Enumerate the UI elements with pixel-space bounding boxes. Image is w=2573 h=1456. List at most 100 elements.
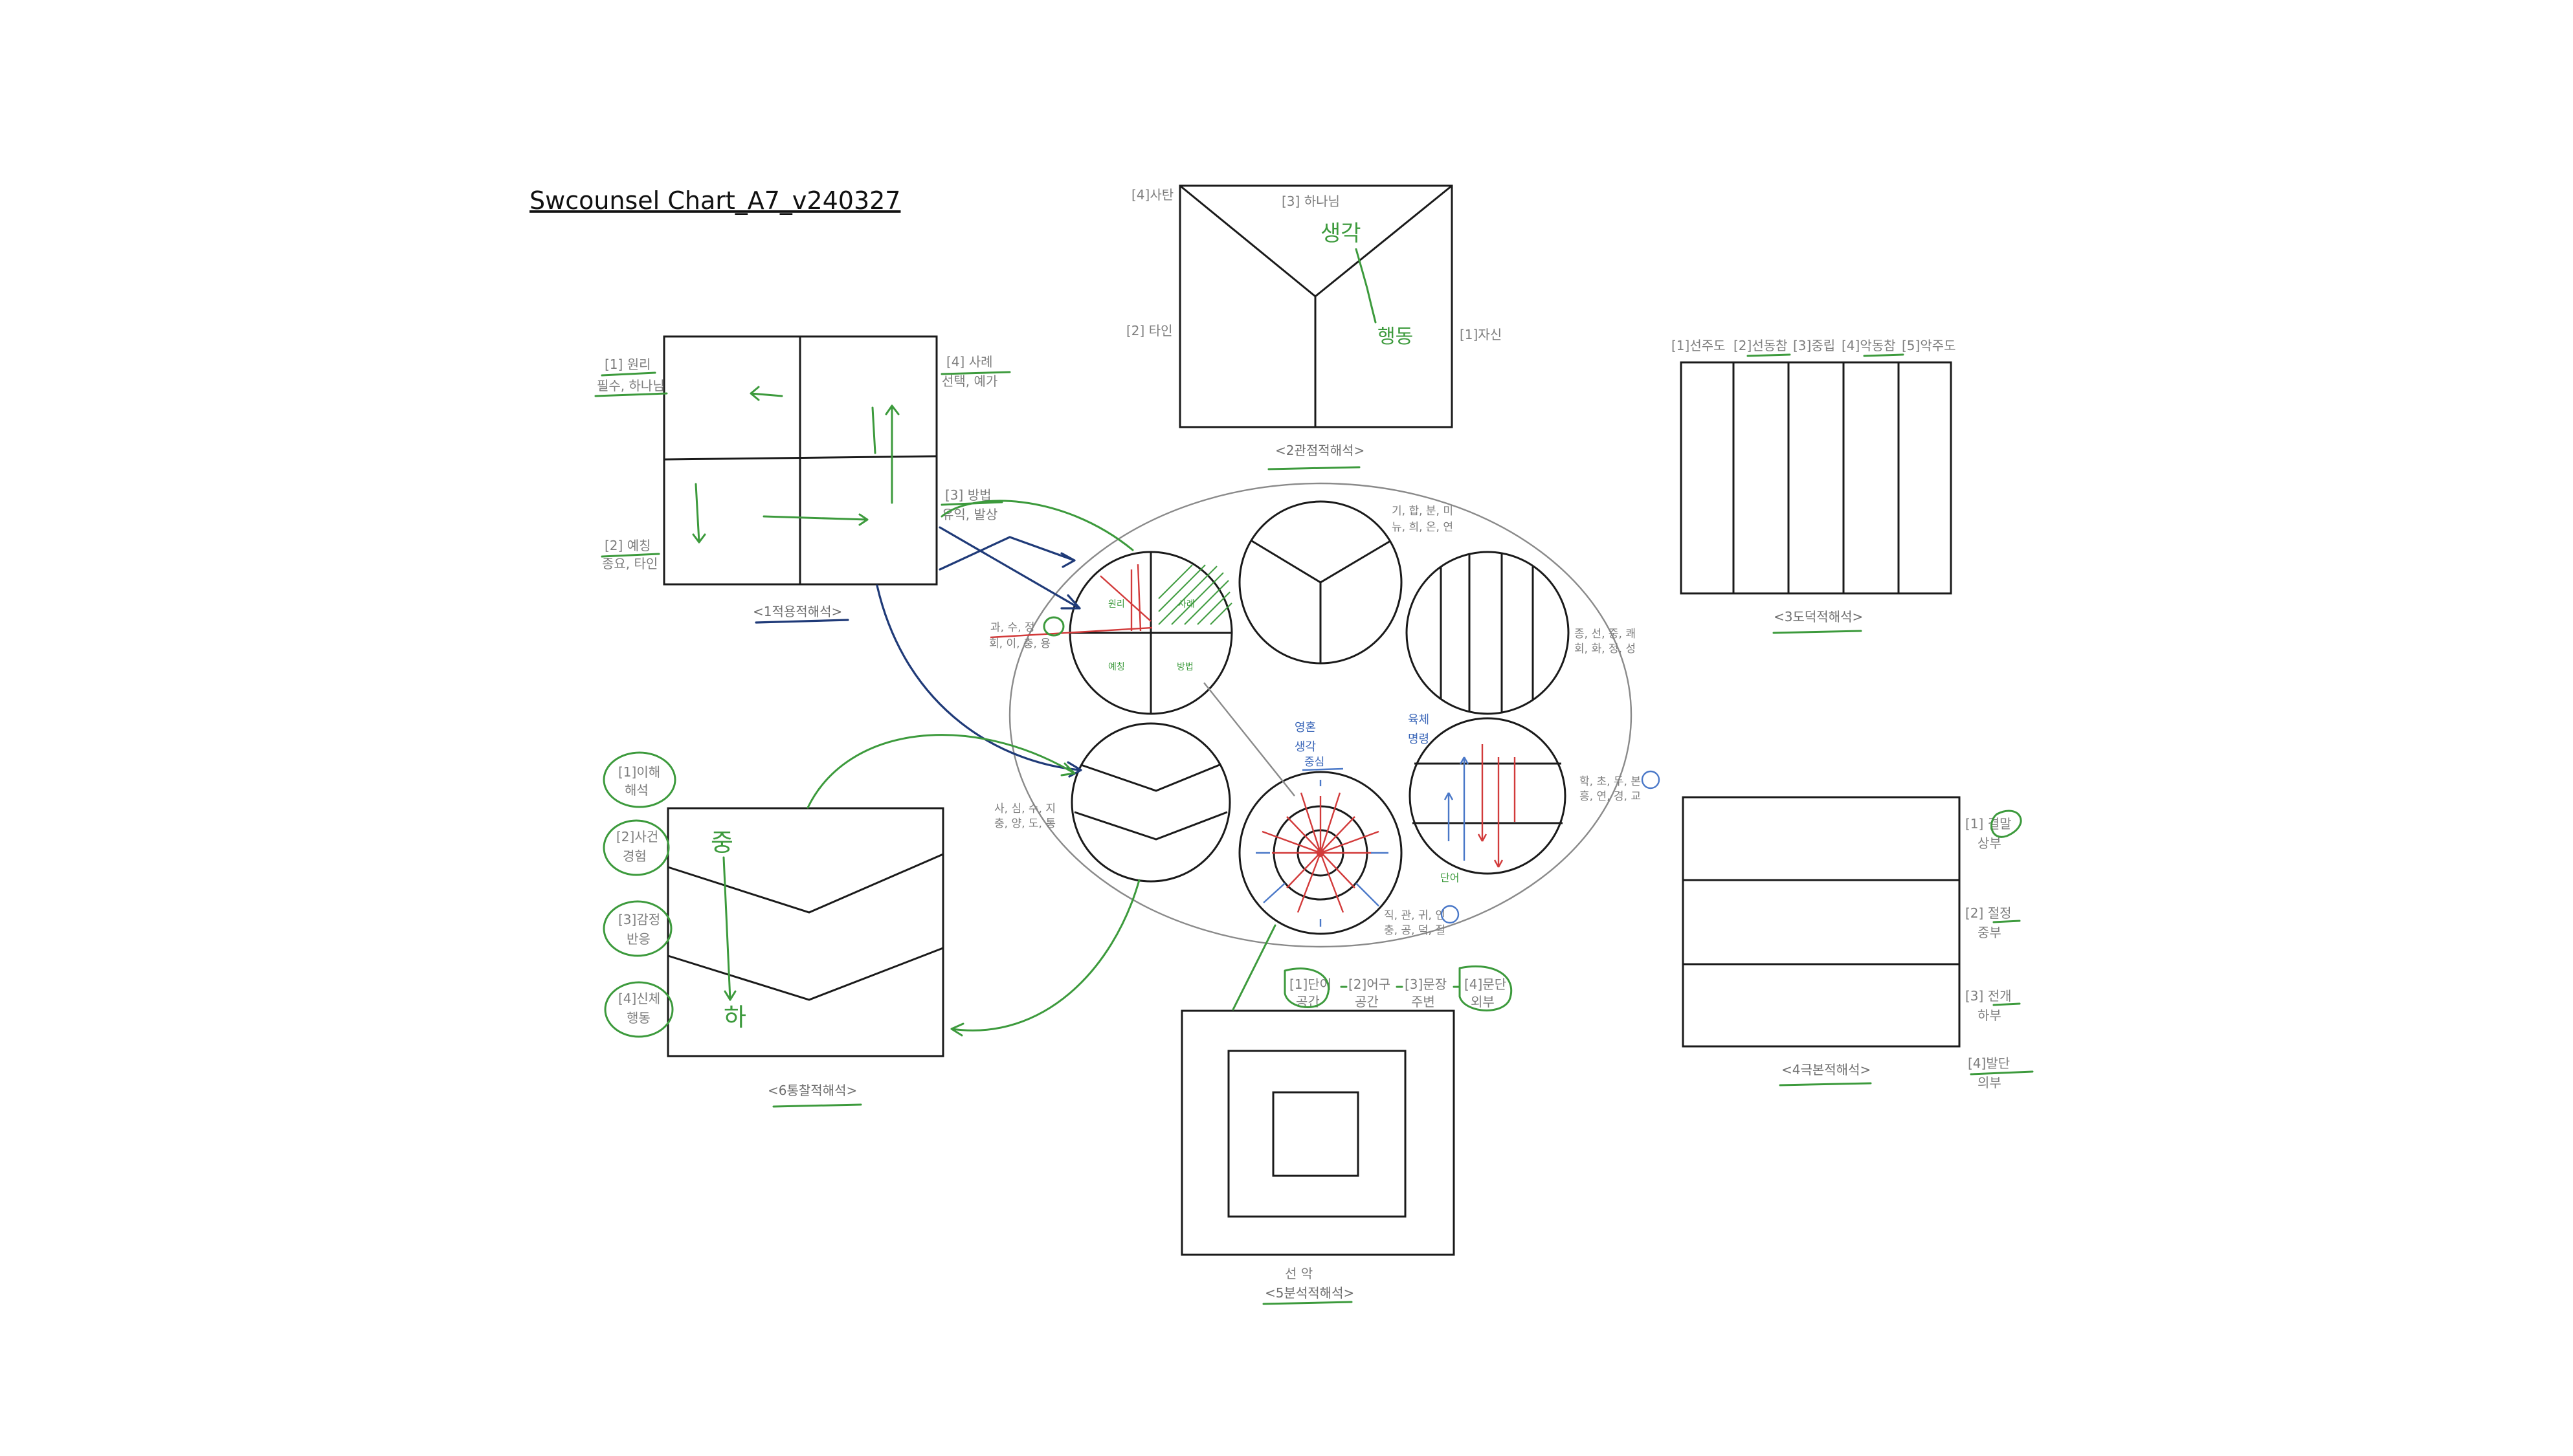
box1-sublabel-top-left: 필수, 하나님 [597,378,665,393]
box3-column-1: [1]선주도 [1671,338,1726,353]
box4-label-underlines [1970,920,2034,1075]
center-circle-4: 사, 심, 수, 지 충, 양, 도, 통 [994,722,1231,883]
box5-middle-square [1227,1050,1407,1218]
arrow-box6-to-circle4 [807,734,1076,809]
box4-row-1-circle [1990,810,2022,838]
box5-step-4: [4]문단 [1464,976,1506,992]
circle5-red-rays [1262,792,1379,913]
box6-caption: <6통찰적해석> [768,1083,857,1098]
box6-chevron-lower [667,947,944,1001]
center-circle-3: 종, 선, 중, 쾌 회, 화, 정, 성 [1405,551,1636,715]
center-note-4: 명령 [1408,733,1429,746]
circle1-inner-2: 사례 [1178,599,1195,610]
box5-step-2: [2]어구 [1348,976,1390,992]
circle1-inner-1: 원리 [1108,599,1125,610]
box4-caption-underline [1779,1082,1872,1086]
box4-drama: [1] 결말 상부 [2] 절정 중부 [3] 전개 하부 [4]발단 의부 <… [1682,796,2034,1090]
box6-level-3-sub: 반응 [627,931,651,947]
box5-step-4-sub: 외부 [1471,994,1495,1009]
box5-caption-underline [1262,1301,1353,1305]
box1-caption-underline [755,619,849,624]
chart-title: Swcounsel Chart_A7_v240327 [529,186,900,215]
box6-frame [667,807,944,1057]
box4-row-2-sublabel: 중부 [1977,925,2001,940]
box6-note-arrow [722,856,737,1001]
arrow-box1-to-circle1-a [939,526,1081,610]
circle3-side-2: 회, 화, 정, 성 [1574,643,1636,656]
box6-caption-underline [772,1103,862,1108]
box6-level-1: [1]이해 [618,764,660,780]
box6-level-3-circle [603,900,673,957]
box1-sublabel-bottom-left: 종요, 타인 [602,556,658,571]
center-circle-6: 학, 초, 두, 본 흥, 연, 경, 교 [1409,717,1660,875]
circle1-inner-4: 방법 [1177,662,1194,672]
box4-row-2-label: [2] 절정 [1965,905,2012,921]
circle5-note-underline [1302,767,1344,771]
box6-chevron-upper [667,853,944,914]
box1-arrow-left [692,483,706,544]
box1-arrow-top [750,386,783,401]
box2-y-divider [1179,184,1453,427]
box5-step-3-sub: 주변 [1411,994,1435,1009]
box1-applicative: [1] 원리 필수, 하나님 [4] 사례 선택, 예가 [2] 예칭 종요, … [594,335,1011,624]
box4-extra-label: [4]발단 [1968,1055,2010,1071]
circle5-side-mark [1440,905,1460,924]
box3-column-4: [4]악동참 [1842,338,1896,353]
box3-moral: [1]선주도 [2]선동참 [3]중립 [4]악동참 [5]악주도 <3도덕적해… [1671,338,1956,634]
circle4-outline [1071,722,1231,883]
box1-label-top-right: [4] 사례 [946,354,993,370]
box2-caption: <2관점적해석> [1275,443,1364,458]
box6-level-4-sub: 행동 [627,1010,651,1026]
circle2-side-2: 뉴, 희, 온, 연 [1392,521,1453,534]
circle1-hatching-green [1158,564,1232,625]
box2-note-connector [1355,248,1377,324]
box2-perspective: [3] 하나님 [4]사탄 [2] 타인 [1]자신 생각 행동 <2관점적해석… [1126,184,1502,470]
center-note-3: 육체 [1408,713,1429,727]
box5-step-2-sub: 공간 [1355,994,1379,1009]
box6-insight: 중 하 [1]이해 해석 [2]사건 경험 [3]감정 반응 [4]신체 행동 … [603,751,944,1108]
center-ellipse-group: 원리 사례 예칭 방법 과, 수, 정 회, 이, 충, 용 기, 합, 분, … [989,482,1660,948]
circle5-outline [1238,771,1403,935]
circle2-y-divider [1251,540,1391,663]
arrow-box1-to-circle4 [876,584,1082,778]
box2-caption-underline [1267,466,1361,470]
box5-step-3: [3]문장 [1405,976,1447,992]
circle3-side-1: 종, 선, 중, 쾌 [1574,628,1636,641]
arrow-circle5-to-box5 [1232,924,1276,1011]
circle5-side-1: 직, 관, 귀, 인 [1384,909,1445,922]
box1-arrow-bottom [763,513,869,526]
circle6-side-2: 흥, 연, 경, 교 [1579,790,1641,803]
connector-arrows [807,500,1276,1037]
box3-frame [1680,361,1952,595]
box1-caption: <1적용적해석> [753,604,842,619]
box2-note-top: 생각 [1320,221,1361,247]
box4-extra-sublabel: 의부 [1977,1075,2001,1090]
circle4-side-1: 사, 심, 수, 지 [994,802,1056,815]
box5-analytic: [1]단어 공간 [2]어구 공간 [3]문장 주변 [4]문단 외부 선 악 … [1181,965,1513,1305]
box6-level-2-circle [603,819,670,876]
box4-row-1-sublabel: 상부 [1977,835,2001,851]
circle6-outline [1409,717,1566,875]
box5-caption: <5분석적해석> [1265,1285,1354,1301]
box5-sublabel: 선 악 [1285,1266,1313,1281]
box4-row-3-sublabel: 하부 [1977,1008,2001,1023]
center-ellipse [1008,482,1632,948]
box4-caption: <4극본적해석> [1781,1062,1871,1077]
box3-column-3: [3]중립 [1793,338,1835,353]
circle4-chevron-lower [1074,811,1228,841]
box1-label-top-left: [1] 원리 [605,357,651,372]
box6-level-3: [3]감정 [618,912,660,927]
box2-label-top: [3] 하나님 [1282,193,1340,209]
circle5-side-2: 충, 공, 덕, 질 [1384,924,1445,937]
box3-caption: <3도덕적해석> [1774,609,1863,624]
box5-step-1-circle [1284,967,1330,1008]
box2-note-bottom: 행동 [1377,325,1413,348]
box4-frame [1682,796,1961,1048]
box6-level-4-circle [604,981,674,1038]
circle1-side-mark [1043,616,1065,637]
arrow-circle4-to-box6 [950,879,1141,1037]
box6-level-4: [4]신체 [618,991,660,1006]
box3-column-2: [2]선동참 [1733,338,1788,353]
center-note-5: 단어 [1440,872,1459,884]
